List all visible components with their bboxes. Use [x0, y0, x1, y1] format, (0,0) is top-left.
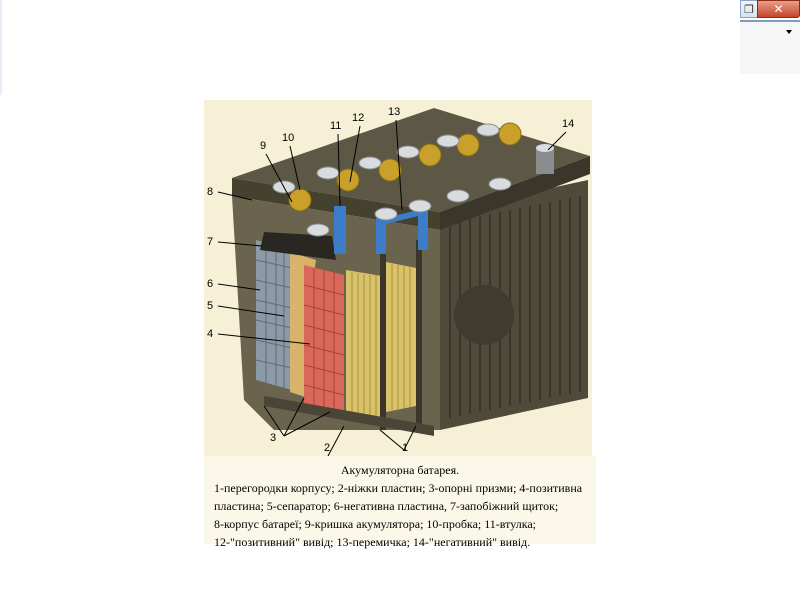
- callout-13: 13: [388, 106, 401, 118]
- callout-3: 3: [270, 432, 277, 444]
- callout-8: 8: [207, 186, 214, 198]
- callout-14: 14: [562, 118, 575, 130]
- negative-terminal: [536, 148, 554, 174]
- battery-drawing: [217, 108, 590, 456]
- protective-shield: [260, 232, 336, 260]
- positive-plate-grid: [303, 268, 345, 417]
- plate-pack-lines: [351, 264, 411, 419]
- caption-panel: [204, 456, 596, 544]
- close-icon[interactable]: ✕: [757, 0, 800, 18]
- chevron-down-icon[interactable]: [786, 30, 792, 34]
- window-controls: ❐ ✕: [740, 0, 800, 22]
- restore-icon[interactable]: ❐: [740, 0, 758, 18]
- callout-1: 1: [402, 442, 409, 454]
- support-prisms: [264, 396, 434, 436]
- legend-line-4: 12-"позитивний" вивід; 13-перемичка; 14-…: [214, 535, 531, 549]
- legend-line-2: пластина; 5-сепаратор; 6-негативна пласт…: [214, 499, 559, 513]
- positive-terminal: [334, 206, 346, 254]
- callout-leaders: [217, 119, 567, 456]
- connector-post-1: [376, 218, 386, 254]
- legend-line-3: 8-корпус батареї; 9-кришка акумулятора; …: [214, 517, 537, 531]
- case-emblem: [454, 285, 514, 345]
- callout-9: 9: [260, 140, 267, 152]
- callout-11: 11: [330, 120, 342, 132]
- callout-12: 12: [352, 112, 365, 124]
- window-frame-bar: [740, 20, 800, 22]
- callout-10: 10: [282, 132, 295, 144]
- vent-caps-gold: [288, 122, 522, 212]
- partition-2: [416, 240, 422, 426]
- callout-6: 6: [207, 278, 214, 290]
- window-left-edge: [0, 0, 2, 95]
- negative-terminal-top: [536, 144, 554, 152]
- battery-illustration: 8 7 6 5 4 9 10 11 12 13 14 3 2 1: [204, 100, 592, 456]
- negative-plate-grid: [255, 242, 293, 388]
- legend-line-1: 1-перегородки корпусу; 2-ніжки пластин; …: [214, 481, 583, 495]
- lid-side: [440, 156, 590, 230]
- callout-5: 5: [207, 300, 214, 312]
- callout-2: 2: [324, 442, 331, 454]
- callout-4: 4: [207, 328, 214, 340]
- bridge-connector: [386, 210, 418, 224]
- callout-7: 7: [207, 236, 214, 248]
- plate-pack-2: [386, 262, 416, 412]
- figure-title: Акумуляторна батарея.: [340, 463, 460, 477]
- negative-plate: [256, 240, 292, 390]
- partition-1: [380, 250, 386, 430]
- connector-post-2: [418, 210, 428, 250]
